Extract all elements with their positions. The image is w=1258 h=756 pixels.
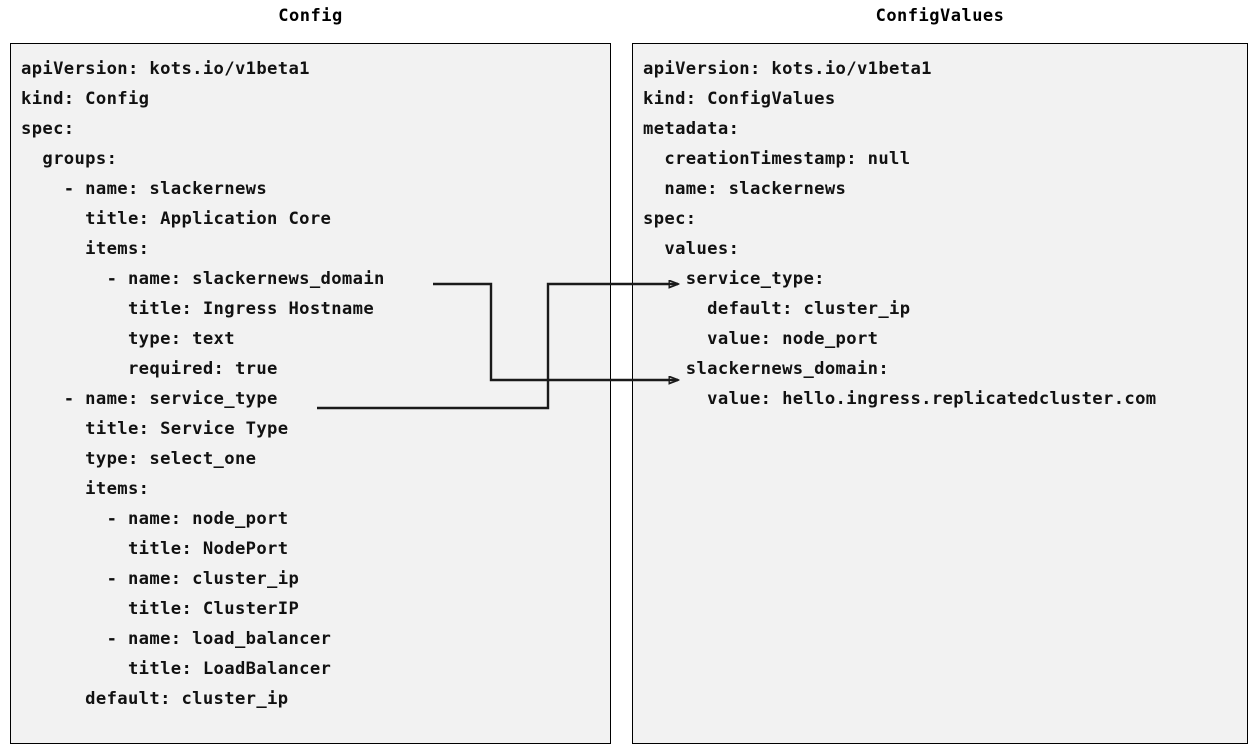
config-yaml-line-4: - name: slackernews (21, 179, 268, 199)
config-yaml-line-9: type: text (21, 329, 235, 349)
config-yaml-line-13: type: select_one (21, 449, 257, 469)
config-yaml-line-16: title: NodePort (21, 539, 289, 559)
config-yaml-line-12: title: Service Type (21, 419, 289, 439)
config-yaml-line-0: apiVersion: kots.io/v1beta1 (21, 59, 310, 79)
configvalues-yaml-line-10: slackernews_domain: (643, 359, 890, 379)
config-yaml-line-6: items: (21, 239, 150, 259)
configvalues-yaml-line-6: values: (643, 239, 740, 259)
config-yaml-line-18: title: ClusterIP (21, 599, 300, 619)
config-yaml-line-20: title: LoadBalancer (21, 659, 332, 679)
configvalues-yaml-line-7: service_type: (643, 269, 825, 289)
config-yaml-line-5: title: Application Core (21, 209, 332, 229)
configvalues-yaml-block: apiVersion: kots.io/v1beta1 kind: ConfigV… (633, 44, 1157, 414)
config-yaml-line-21: default: cluster_ip (21, 689, 289, 709)
configvalues-yaml-line-9: value: node_port (643, 329, 879, 349)
configvalues-yaml-line-0: apiVersion: kots.io/v1beta1 (643, 59, 932, 79)
config-yaml-line-8: title: Ingress Hostname (21, 299, 375, 319)
config-yaml-line-15: - name: node_port (21, 509, 289, 529)
configvalues-yaml-line-2: metadata: (643, 119, 740, 139)
configvalues-yaml-line-4: name: slackernews (643, 179, 847, 199)
configvalues-yaml-line-3: creationTimestamp: null (643, 149, 911, 169)
config-yaml-line-2: spec: (21, 119, 75, 139)
config-yaml-line-14: items: (21, 479, 150, 499)
config-yaml-line-10: required: true (21, 359, 278, 379)
configvalues-yaml-line-8: default: cluster_ip (643, 299, 911, 319)
config-panel: apiVersion: kots.io/v1beta1 kind: Config s… (10, 43, 611, 744)
configvalues-yaml-line-11: value: hello.ingress.replicatedcluster.c… (643, 389, 1157, 409)
config-yaml-line-1: kind: Config (21, 89, 150, 109)
config-yaml-line-7: - name: slackernews_domain (21, 269, 385, 289)
config-yaml-line-17: - name: cluster_ip (21, 569, 300, 589)
config-yaml-line-19: - name: load_balancer (21, 629, 332, 649)
configvalues-panel: apiVersion: kots.io/v1beta1 kind: ConfigV… (632, 43, 1248, 744)
configvalues-panel-title: ConfigValues (875, 6, 1005, 26)
configvalues-yaml-line-5: spec: (643, 209, 697, 229)
config-yaml-line-3: groups: (21, 149, 118, 169)
config-panel-title: Config (278, 6, 343, 26)
config-yaml-line-11: - name: service_type (21, 389, 278, 409)
config-yaml-block: apiVersion: kots.io/v1beta1 kind: Config s… (11, 44, 385, 714)
configvalues-yaml-line-1: kind: ConfigValues (643, 89, 836, 109)
